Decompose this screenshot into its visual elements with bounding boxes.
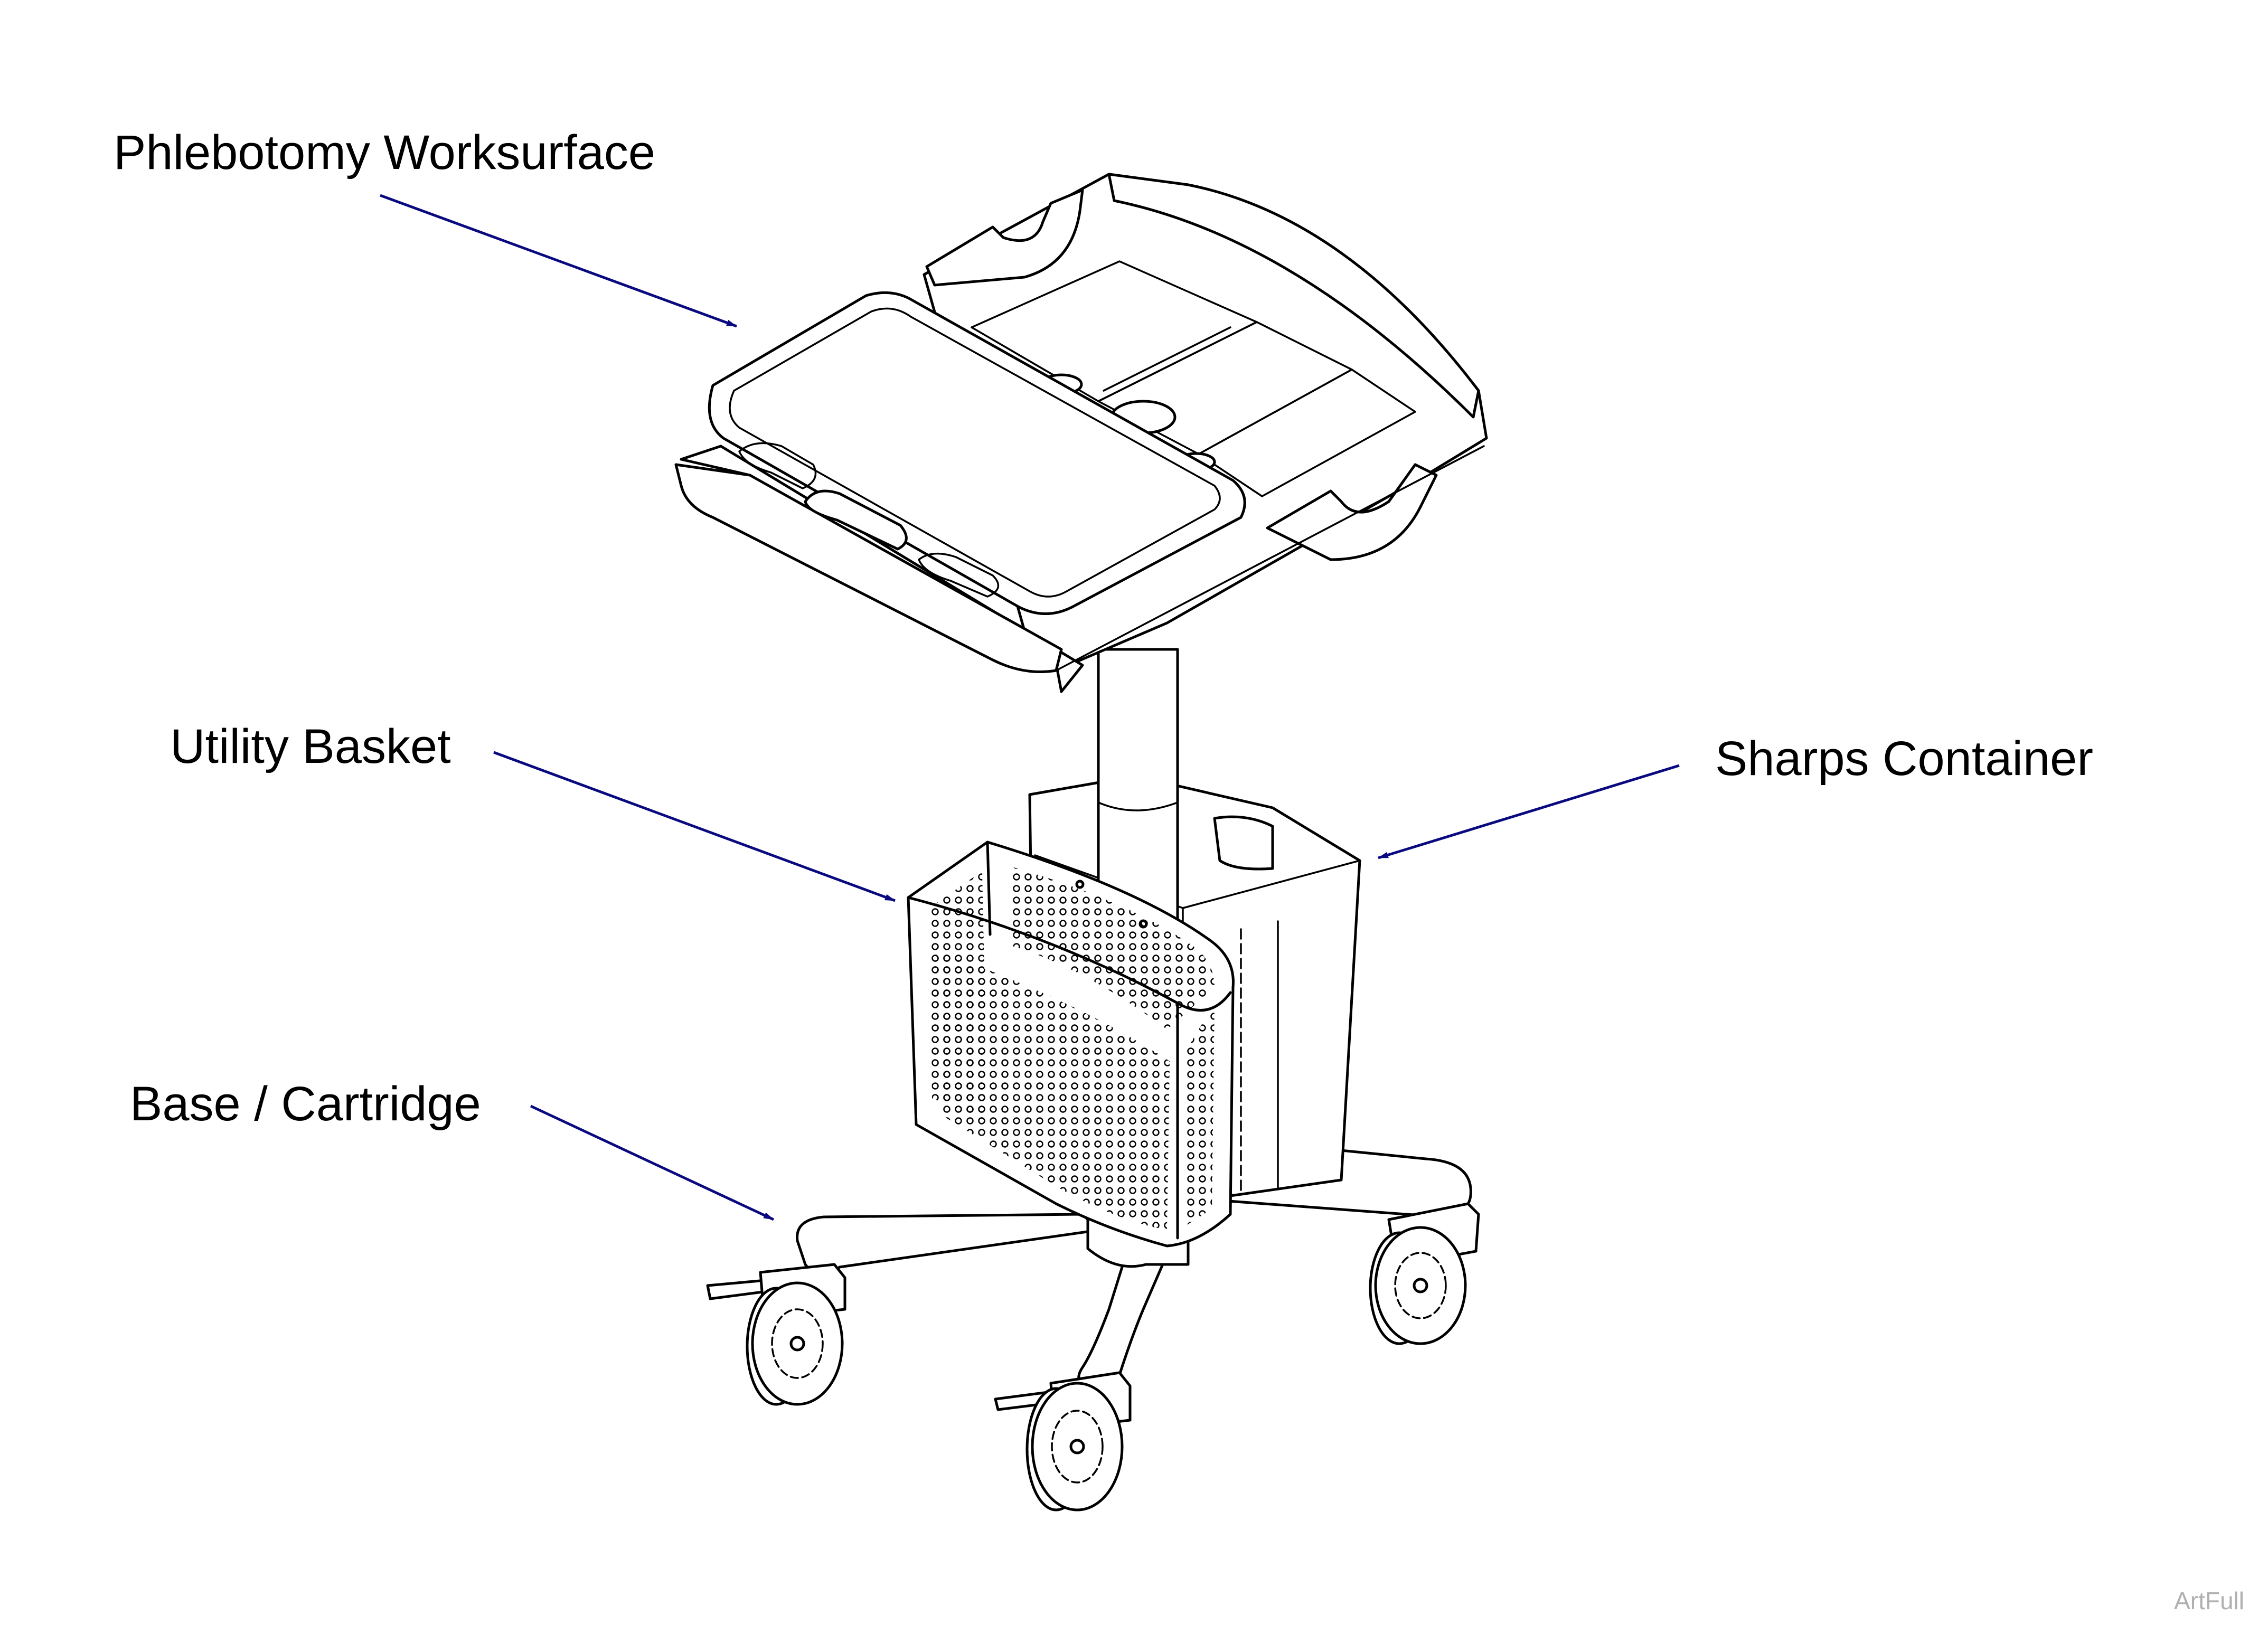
label-basket: Utility Basket — [170, 720, 451, 773]
caster-front-center — [994, 1371, 1132, 1512]
watermark-text: ArtFull — [2174, 1587, 2244, 1614]
callout-leaders — [380, 194, 1680, 1221]
utility-basket — [907, 840, 1235, 1248]
caster-front-left — [706, 1263, 846, 1406]
callout-labels: Phlebotomy Worksurface Utility Basket Sh… — [114, 126, 2093, 1131]
leader-base — [530, 1104, 775, 1221]
label-worksurface: Phlebotomy Worksurface — [114, 126, 655, 180]
label-base: Base / Cartridge — [130, 1077, 481, 1131]
cart-illustration — [674, 173, 1488, 1512]
leader-basket — [493, 751, 896, 902]
caster-back-right — [1369, 1202, 1480, 1345]
leader-worksurface — [380, 194, 737, 328]
leader-sharps — [1378, 764, 1680, 859]
label-sharps: Sharps Container — [1715, 732, 2093, 786]
worksurface-tray — [674, 173, 1488, 693]
